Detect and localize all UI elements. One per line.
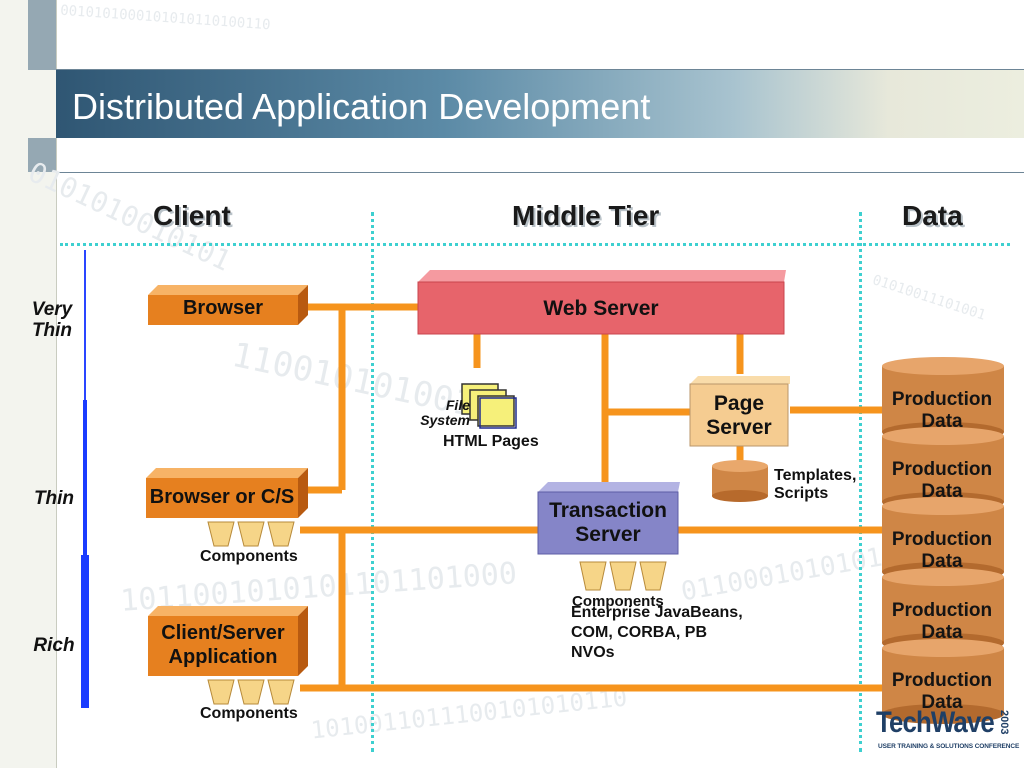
level-very-thin: Very Thin — [22, 299, 82, 341]
file-system-label: File System — [408, 398, 470, 428]
production-data-label: Production Data — [882, 459, 1002, 503]
templates-cylinder — [712, 460, 768, 502]
browser-box-3d — [148, 285, 308, 325]
templates-line1: Templates, — [774, 467, 857, 484]
browser-label: Browser — [182, 297, 264, 319]
components-icon-middle — [579, 561, 667, 591]
client-server-line1: Client/Server — [161, 622, 285, 644]
production-data-line1: Production — [891, 389, 993, 410]
corner-block-lower — [28, 138, 56, 172]
middle-data-separator — [859, 212, 862, 752]
ejb-note: Enterprise JavaBeans, COM, CORBA, PB NVO… — [571, 603, 743, 663]
top-rule — [56, 69, 1024, 70]
spectrum-thick-bar — [81, 555, 89, 708]
column-header-client: Client — [153, 200, 231, 231]
templates-label: Templates, Scripts — [774, 467, 856, 503]
left-margin-strip — [0, 0, 57, 768]
components-icon-client — [207, 521, 295, 547]
techwave-logo-name: TechWave — [876, 706, 995, 739]
corner-block — [28, 0, 56, 70]
production-data-line2: Data — [921, 411, 963, 432]
production-data-line2: Data — [921, 692, 963, 713]
techwave-logo: TechWave 2003 USER TRAINING & SOLUTIONS … — [876, 706, 1020, 762]
html-pages-label: HTML Pages — [443, 433, 539, 450]
page-server-label: Page Server — [690, 392, 788, 440]
column-header-data: Data — [902, 200, 963, 231]
production-data-line1: Production — [891, 529, 993, 550]
production-data-line2: Data — [921, 551, 963, 572]
slide-title: Distributed Application Development — [72, 86, 651, 127]
bottom-rule — [56, 172, 1024, 173]
production-data-line2: Data — [921, 622, 963, 643]
client-middle-separator — [371, 212, 374, 752]
techwave-logo-tagline: USER TRAINING & SOLUTIONS CONFERENCE — [878, 743, 1020, 750]
production-data-line1: Production — [891, 600, 993, 621]
transaction-server-line1: Transaction — [549, 499, 667, 522]
browser-cs-box-3d — [146, 468, 308, 518]
production-data-label: Production Data — [882, 529, 1002, 573]
templates-line2: Scripts — [774, 485, 829, 502]
components-icon-app — [207, 679, 295, 705]
page-server-line1: Page — [713, 392, 765, 415]
production-data-line2: Data — [921, 481, 963, 502]
ejb-note-line1: Enterprise JavaBeans, — [571, 604, 743, 621]
ejb-note-line2: COM, CORBA, PB — [571, 624, 707, 641]
level-rich: Rich — [33, 635, 75, 656]
transaction-server-box-3d — [537, 482, 680, 555]
components-label-app: Components — [200, 705, 298, 722]
production-data-cylinder — [882, 639, 1004, 724]
web-server-box-3d — [417, 270, 786, 335]
client-server-box-3d — [148, 606, 308, 676]
ejb-note-line3: NVOs — [571, 644, 615, 661]
production-data-label: Production Data — [882, 670, 1002, 714]
production-data-line1: Production — [891, 670, 993, 691]
level-thin: Thin — [33, 488, 75, 509]
production-data-label: Production Data — [882, 600, 1002, 644]
techwave-logo-year: 2003 — [998, 710, 1010, 735]
production-data-label: Production Data — [882, 389, 1002, 433]
file-system-icon — [461, 383, 517, 429]
file-system-line2: System — [420, 412, 470, 428]
components-label-client: Components — [200, 548, 298, 565]
client-server-line2: Application — [168, 646, 278, 668]
title-bar — [56, 70, 1024, 138]
header-separator — [60, 243, 1010, 246]
production-data-cylinder — [882, 427, 1004, 512]
transaction-server-line2: Server — [575, 523, 641, 546]
page-server-line2: Server — [706, 416, 772, 439]
spectrum-thin-line — [84, 250, 86, 400]
transaction-server-label: Transaction Server — [538, 499, 678, 547]
components-label-middle: Components — [572, 593, 664, 610]
production-data-line1: Production — [891, 459, 993, 480]
browser-cs-label: Browser or C/S — [149, 486, 295, 508]
spectrum-medium-bar — [83, 400, 87, 555]
web-server-label: Web Server — [543, 297, 659, 320]
level-very-thin-line2: Thin — [31, 320, 73, 341]
client-server-label: Client/Server Application — [148, 621, 298, 669]
column-header-middle-tier: Middle Tier — [512, 200, 660, 231]
page-server-box — [689, 376, 790, 447]
file-system-line1: File — [445, 397, 470, 413]
production-data-cylinder — [882, 357, 1004, 442]
level-very-thin-line1: Very — [31, 299, 73, 320]
